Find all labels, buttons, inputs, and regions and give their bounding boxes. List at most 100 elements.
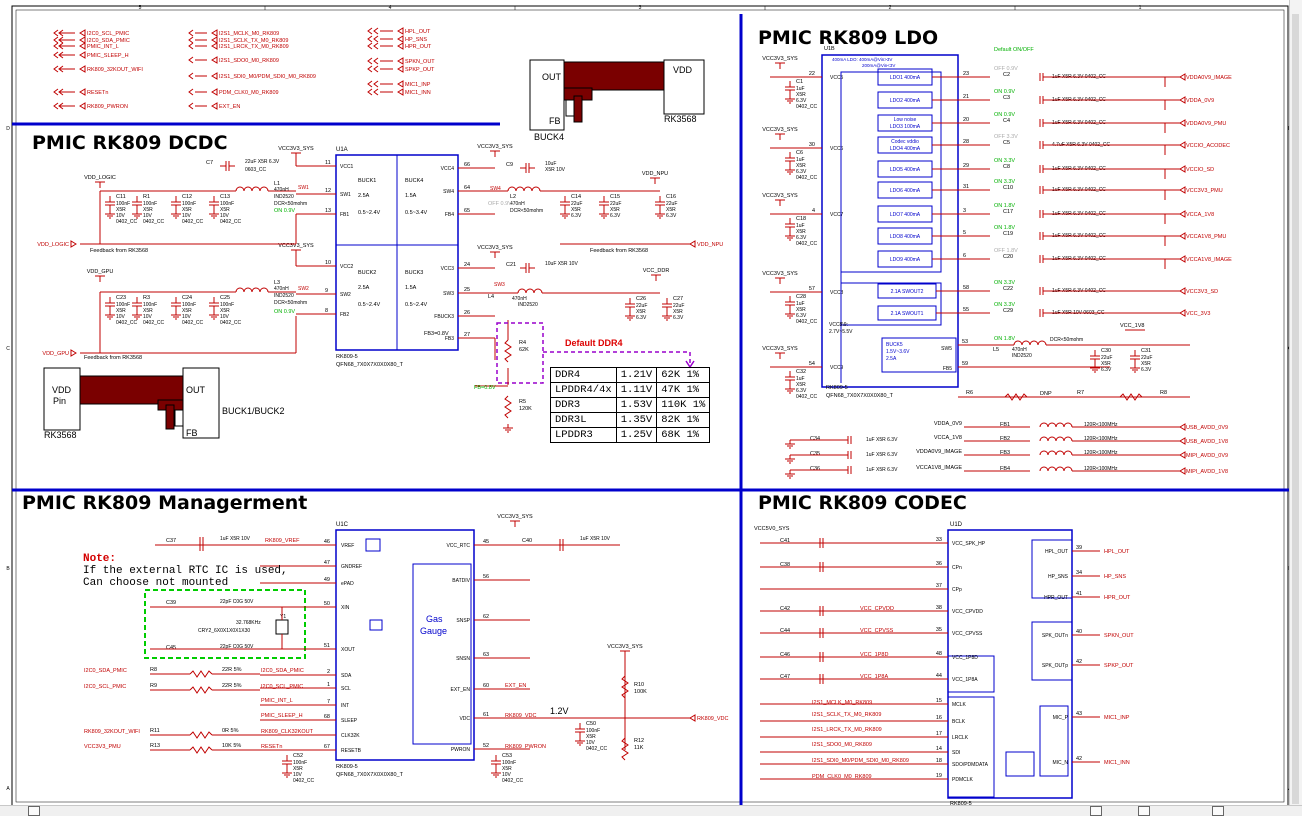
power-label: VDD_LOGIC (84, 175, 116, 181)
buck-block-voltage: 0.5~2.4V (358, 210, 381, 216)
rtc-note-title: Note: (83, 553, 117, 565)
cap-value: X5R (796, 229, 806, 235)
cap-value: 6.3V (636, 315, 647, 321)
ddr-table-cell: DDR3 (550, 397, 617, 413)
vertical-scrollbar[interactable] (1289, 0, 1302, 815)
resistor (504, 395, 512, 419)
net-flag (1179, 437, 1186, 445)
resistor-value: 10K 5% (222, 743, 241, 749)
pin-name: MIC_N (1052, 760, 1068, 766)
inductor-pkg: IND2520 (1012, 353, 1032, 359)
buck4-vdd-label: VDD (673, 65, 693, 75)
power-label: VCC3V3_SYS (762, 271, 798, 277)
buck5-sw: SW5 (941, 346, 952, 352)
mic-block (1039, 705, 1069, 777)
pin-number: 64 (464, 185, 470, 191)
net-flag (211, 102, 218, 110)
cap-value: X5R (571, 207, 581, 213)
pin-number: 30 (809, 142, 815, 148)
cap-value: 100nF (502, 760, 516, 766)
fb3-note: FB3=0.8V (424, 331, 449, 337)
cap-value: 0402_CC (220, 320, 242, 326)
cap-ref: C20 (1003, 254, 1013, 260)
cap-value: 100nF (220, 201, 234, 207)
pin-number: 11 (325, 160, 331, 166)
cap-ref: C21 (506, 262, 516, 268)
cap-ref: R1 (143, 194, 150, 200)
cap-value: 6.3V (796, 388, 807, 394)
border-row-label: B (6, 566, 10, 572)
rtc-note: Note: If the external RTC IC is used, Ca… (83, 553, 288, 589)
net-label: VCC3V3_PMU (1186, 188, 1223, 194)
net-label: VCC_1P8A (860, 674, 888, 680)
pin-number: 3 (963, 208, 966, 214)
net-label: VDD_NPU (697, 242, 723, 248)
net-label: PMIC_SLEEP_H (87, 53, 129, 59)
cap-value: 0402_CC (220, 219, 242, 225)
sw-label: SW1 (298, 185, 309, 191)
net-flag (79, 29, 86, 37)
buck12-name: BUCK1/BUCK2 (222, 406, 285, 416)
pin-number: 2 (327, 669, 330, 675)
pin-number: 52 (483, 743, 489, 749)
pin-number: 17 (936, 731, 942, 737)
ldo-block-label: LDO9 400mA (890, 257, 921, 263)
cap-ref: C52 (293, 753, 303, 759)
cap-value: 10V (143, 213, 153, 219)
net-label: VDD_GPU (42, 351, 69, 357)
pin-number: 10 (325, 260, 331, 266)
resistor-ref: R6 (966, 390, 973, 396)
cap-value: X5R 10V (545, 167, 566, 173)
pin-number: 66 (464, 162, 470, 168)
pin-number: 38 (936, 605, 942, 611)
net-flag (1179, 96, 1186, 104)
ldo-state: ON 1.8V (994, 225, 1015, 231)
resistor-ref: R10 (634, 682, 644, 688)
scrollbar-thumb[interactable] (1292, 14, 1299, 804)
cap-value: 10V (220, 314, 230, 320)
pin-number: 29 (963, 163, 969, 169)
inductor (507, 186, 541, 192)
net-label: SPKP_OUT (1104, 663, 1134, 669)
bus-arrow (188, 56, 194, 64)
cap-ref: C14 (571, 194, 581, 200)
net-label: RK809_VDC (505, 713, 537, 719)
sw-label: SW3 (494, 282, 505, 288)
pin-number: 45 (483, 539, 489, 545)
pin-number: 5 (963, 230, 966, 236)
bus-arrow (188, 36, 194, 44)
resistor-value: 0R 5% (222, 728, 239, 734)
cap-ref: C12 (182, 194, 192, 200)
cap-ref: C42 (780, 606, 790, 612)
buck-block-current: 1.5A (405, 193, 417, 199)
cap-ref: C32 (796, 369, 806, 375)
net-label: I2S1_LRCK_TX_M0_RK809 (219, 44, 289, 50)
bus-arrow (188, 88, 194, 96)
cap-ref: C11 (116, 194, 126, 200)
pin-name: SDO/PDMDATA (952, 762, 989, 768)
power-label: VDD_GPU (87, 269, 114, 275)
pin-name: VCC_SPK_HP (952, 541, 986, 547)
bus-arrow (188, 42, 194, 50)
cap-ref: C40 (522, 538, 532, 544)
inductor-pkg: IND2520 (274, 194, 294, 200)
cap-ref: C25 (220, 295, 230, 301)
buck-block-voltage: 0.5~2.4V (358, 302, 381, 308)
pin-name: VCC5 (830, 75, 844, 81)
bus-arrow (53, 42, 64, 50)
border-row-label: A (6, 786, 10, 792)
cap-value: 22pF C0G 50V (220, 599, 254, 605)
inductor-ref: L3 (274, 280, 280, 286)
ferrite-ref: FB1 (1000, 422, 1010, 428)
net-label: VCCIO_ACODEC (1186, 143, 1230, 149)
net-label: RK809_PWRON (87, 104, 128, 110)
buck-block-name: BUCK2 (358, 270, 376, 276)
cap-value: 10V (502, 772, 512, 778)
pin-number: 12 (325, 188, 331, 194)
pin-number: 34 (1076, 570, 1082, 576)
dnp-label: DNP (1040, 391, 1052, 397)
ldo-block-label: LDO3 100mA (890, 124, 921, 130)
buck-block-name: BUCK3 (405, 270, 423, 276)
cap-value: 6.3V (571, 213, 582, 219)
cap-value: 22uF (1141, 355, 1152, 361)
